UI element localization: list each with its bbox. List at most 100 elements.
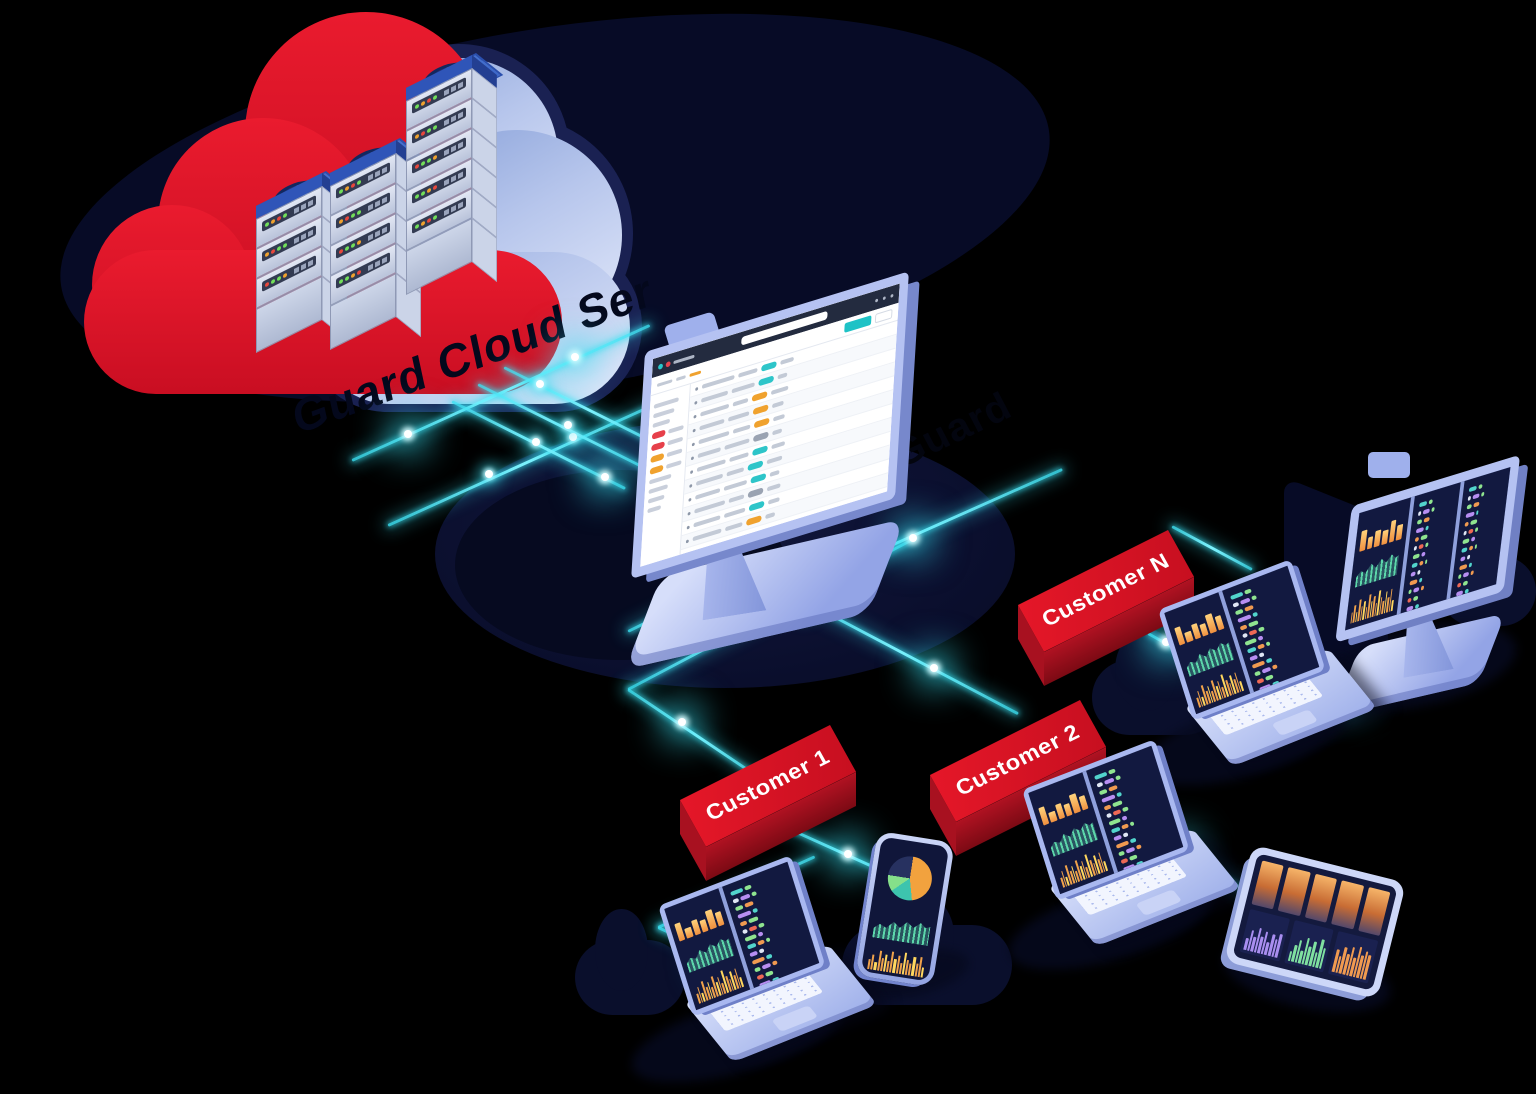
b <box>301 202 306 210</box>
i <box>1373 529 1382 548</box>
span <box>1474 544 1478 550</box>
vent <box>294 199 313 214</box>
mbadge <box>758 375 775 387</box>
vent <box>368 226 387 241</box>
span <box>1115 840 1129 849</box>
pie-chart <box>884 853 936 904</box>
b <box>301 262 306 270</box>
span <box>1257 635 1264 642</box>
b <box>294 266 299 274</box>
mdot <box>690 469 694 474</box>
span <box>1254 670 1261 677</box>
i <box>674 922 686 942</box>
span <box>1098 788 1108 796</box>
menu-dot-icon <box>882 295 886 300</box>
span <box>1465 511 1475 519</box>
span <box>1271 680 1280 687</box>
span <box>1412 553 1420 560</box>
span <box>1265 657 1273 664</box>
sline <box>647 504 662 514</box>
bar-chart <box>1170 599 1225 646</box>
span <box>1410 613 1416 614</box>
mdot <box>689 483 693 488</box>
span <box>1464 521 1470 528</box>
connection-node <box>404 430 412 438</box>
mbar <box>771 440 786 450</box>
span <box>1232 601 1240 608</box>
span <box>761 962 772 970</box>
status-led <box>265 251 269 258</box>
i <box>684 926 694 939</box>
b <box>444 208 449 216</box>
status-led <box>351 272 355 279</box>
b <box>368 233 373 241</box>
b <box>382 196 387 204</box>
b <box>458 81 463 89</box>
span <box>1244 604 1255 612</box>
menu-dot-icon <box>875 297 879 303</box>
span <box>1136 844 1142 850</box>
mdot <box>691 441 695 446</box>
span <box>1118 850 1125 857</box>
span <box>1478 483 1483 490</box>
b <box>308 229 313 237</box>
span <box>744 900 755 908</box>
logo-dot-icon <box>658 362 664 370</box>
span <box>1420 534 1428 541</box>
span <box>1234 608 1244 616</box>
span <box>1248 629 1258 636</box>
span <box>1455 590 1464 597</box>
mdot <box>687 511 691 516</box>
secondary-action-button[interactable] <box>874 308 893 324</box>
span <box>1460 597 1466 599</box>
tpanel <box>1283 919 1335 973</box>
connection-node <box>930 664 938 672</box>
b <box>458 201 463 209</box>
span <box>1466 503 1472 510</box>
span <box>772 960 778 966</box>
b <box>451 114 456 122</box>
span <box>1251 594 1257 601</box>
monitor-camera-tab <box>1368 452 1410 478</box>
mbar <box>738 367 758 378</box>
status-led <box>421 190 425 197</box>
span <box>1106 812 1112 819</box>
span <box>1239 624 1248 631</box>
i <box>1048 810 1058 823</box>
span <box>757 922 765 929</box>
span <box>765 937 771 943</box>
status-led <box>339 218 343 225</box>
span <box>1458 563 1468 571</box>
span <box>1467 495 1472 502</box>
span <box>1125 846 1136 854</box>
sline <box>648 484 669 495</box>
span <box>1424 542 1429 548</box>
b <box>375 229 380 237</box>
mbar <box>771 400 784 409</box>
tpanel <box>1328 930 1379 984</box>
mbadge <box>747 487 764 499</box>
toolbar-link[interactable] <box>689 369 702 377</box>
b <box>458 141 463 149</box>
status-led <box>357 179 361 186</box>
customer-2-laptop <box>1012 739 1242 982</box>
mbadge <box>753 417 770 429</box>
span <box>1418 560 1424 567</box>
span <box>754 966 761 973</box>
b <box>368 203 373 211</box>
span <box>1462 580 1469 587</box>
span <box>1261 666 1272 674</box>
span <box>757 939 766 946</box>
status-led <box>265 221 269 228</box>
b <box>382 226 387 234</box>
span <box>1414 603 1420 610</box>
status-led <box>265 281 269 288</box>
span <box>1418 577 1423 583</box>
status-led <box>415 193 419 200</box>
status-led <box>421 130 425 137</box>
span <box>737 910 752 919</box>
b <box>444 178 449 186</box>
mbar <box>777 372 788 380</box>
span <box>1431 506 1435 513</box>
